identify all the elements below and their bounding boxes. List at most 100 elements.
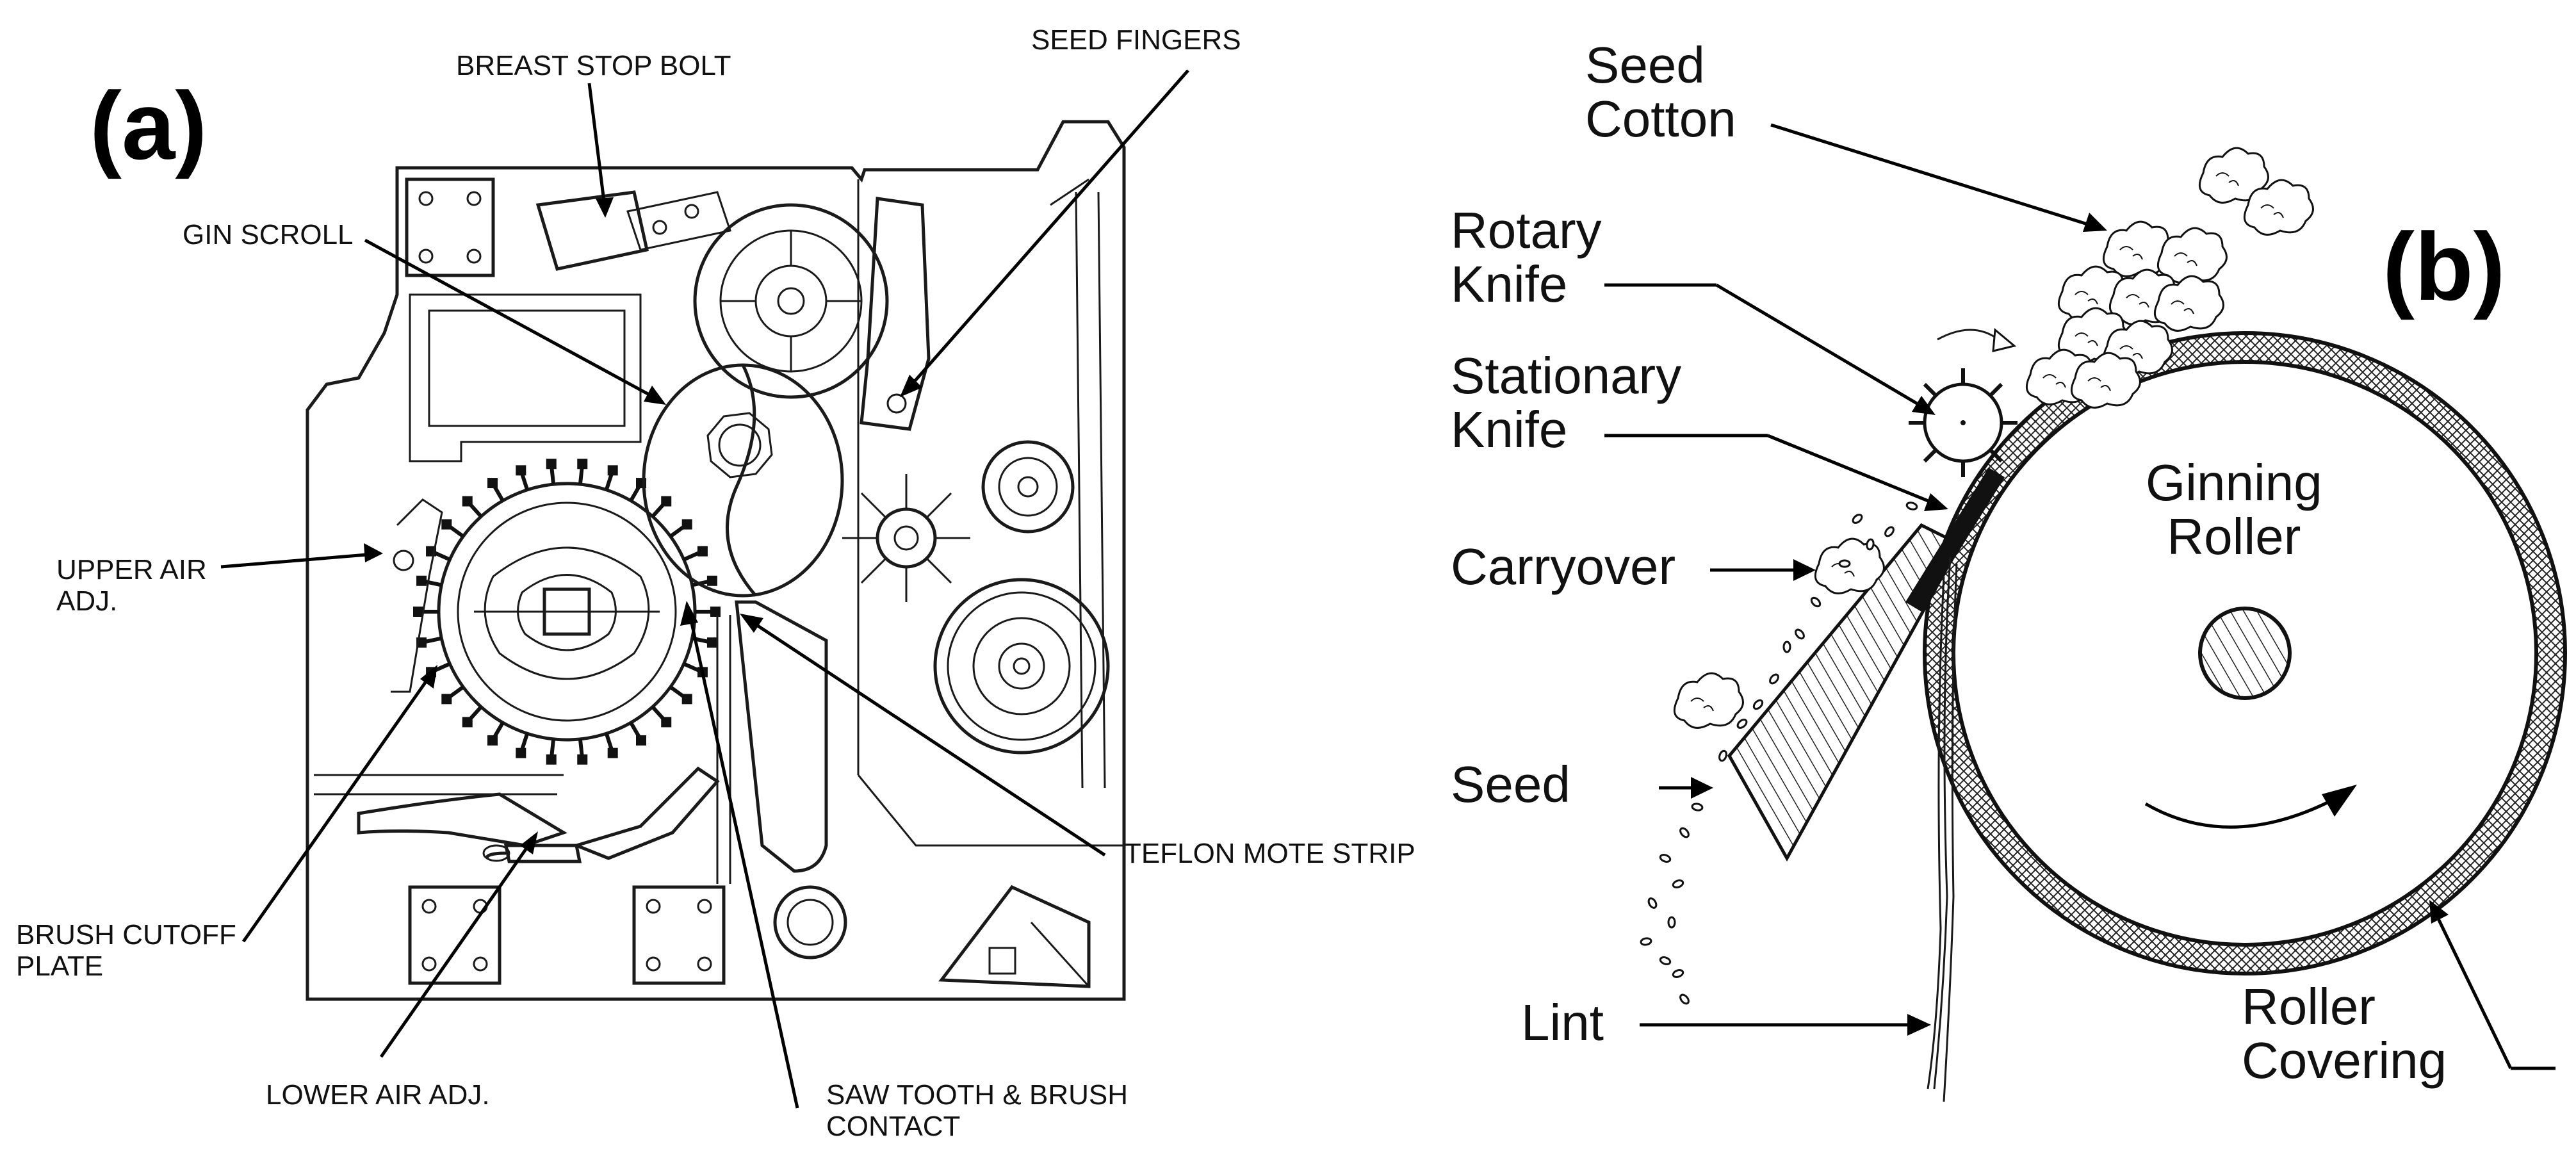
seed-particle bbox=[1659, 854, 1672, 863]
label-teflon-mote-strip: TEFLON MOTE STRIP bbox=[1124, 838, 1415, 869]
brush-tooth-tip bbox=[710, 607, 721, 617]
corner-plate-bottom-mid bbox=[632, 885, 726, 985]
label-rotary-knife-line1: Rotary bbox=[1451, 202, 1602, 259]
cotton-tuft-detail bbox=[2087, 377, 2111, 391]
seed-star-wheel bbox=[842, 474, 970, 602]
label-breast-stop-bolt: BREAST STOP BOLT bbox=[456, 50, 731, 81]
small-gear bbox=[981, 440, 1075, 534]
seed-particle bbox=[1736, 719, 1748, 729]
label-lower-air-adj: LOWER AIR ADJ. bbox=[266, 1079, 490, 1111]
label-upper-air-line2: ADJ. bbox=[56, 585, 118, 617]
cotton-tuft-detail bbox=[2215, 172, 2239, 186]
saw-gin-drawing bbox=[220, 69, 1189, 1109]
seed-particle bbox=[1782, 641, 1791, 653]
label-gin-scroll: GIN SCROLL bbox=[183, 219, 354, 250]
cotton-tuft bbox=[1814, 537, 1885, 594]
cotton-tuft bbox=[1673, 672, 1744, 729]
brush-tooth-tip bbox=[546, 459, 557, 469]
label-ginning-roller-line2: Roller bbox=[2167, 508, 2301, 565]
cotton-tuft bbox=[2102, 320, 2173, 377]
label-rotary-knife: Rotary Knife bbox=[1451, 204, 1602, 311]
rotary-blade bbox=[1989, 448, 2003, 463]
brush-tooth-tip bbox=[661, 496, 672, 507]
brush-cylinder bbox=[413, 459, 721, 765]
gin-frame bbox=[306, 120, 1126, 1001]
brush-tooth-tip bbox=[416, 575, 427, 586]
brush-tooth-tip bbox=[577, 459, 588, 469]
seed-particle bbox=[1884, 526, 1895, 537]
seed-finger-bracket bbox=[860, 197, 931, 431]
label-roller-covering-line2: Covering bbox=[2242, 1032, 2447, 1089]
label-stationary-knife-line1: Stationary bbox=[1451, 347, 1682, 404]
label-stationary-knife: Stationary Knife bbox=[1451, 349, 1681, 457]
saw-brush-plate bbox=[735, 600, 828, 873]
brush-tooth-tip bbox=[706, 575, 717, 586]
seed-particle bbox=[1718, 749, 1727, 762]
label-saw-tooth-brush: SAW TOOTH & BRUSH CONTACT bbox=[826, 1079, 1128, 1143]
corner-plate-bottom-left bbox=[408, 885, 501, 985]
cotton-tuft-outline bbox=[2057, 265, 2128, 322]
cotton-tuft-detail bbox=[2119, 246, 2143, 260]
label-upper-air: UPPER AIR ADJ. bbox=[56, 554, 207, 617]
label-ginning-roller: Ginning Roller bbox=[2146, 456, 2322, 564]
label-saw-tooth-line1: SAW TOOTH & BRUSH bbox=[826, 1079, 1129, 1111]
cotton-tuft bbox=[2243, 179, 2314, 236]
brush-tooth-tip bbox=[607, 747, 618, 758]
seed-cotton-tufts bbox=[1673, 147, 2314, 729]
seed-particle bbox=[1866, 538, 1875, 551]
upper-housing bbox=[409, 293, 642, 462]
brush-cutoff-plate-part bbox=[357, 792, 567, 847]
seed-particle bbox=[1795, 628, 1805, 640]
saw-shaft-lines bbox=[716, 615, 731, 884]
cotton-tuft-detail bbox=[2119, 345, 2143, 359]
cotton-tuft-outline bbox=[2102, 320, 2173, 377]
rotary-blade bbox=[1923, 448, 1937, 463]
seed-particle bbox=[1679, 993, 1690, 1005]
bottom-right-bracket bbox=[938, 885, 1091, 988]
cotton-tuft-outline bbox=[1673, 672, 1744, 729]
seed-particle bbox=[1672, 879, 1684, 888]
seed-particle bbox=[1679, 827, 1690, 838]
upper-housing-inner bbox=[428, 309, 626, 427]
ginning-roller bbox=[1923, 331, 2567, 975]
right-rails bbox=[1050, 178, 1106, 788]
rotary-knife bbox=[1909, 328, 2018, 477]
roller-shaft bbox=[2198, 607, 2292, 700]
seed-particle bbox=[1810, 596, 1822, 608]
cotton-tuft-detail bbox=[2260, 204, 2284, 218]
label-brush-cutoff-line2: PLATE bbox=[16, 951, 104, 983]
cotton-tuft-outline bbox=[2243, 179, 2314, 236]
seed-particle bbox=[1752, 699, 1764, 710]
seed-particle bbox=[1667, 916, 1676, 929]
panel-a-leaders bbox=[220, 69, 1189, 1109]
brush-tooth-tip bbox=[462, 496, 473, 507]
cotton-tuft-detail bbox=[2042, 374, 2066, 388]
cotton-tuft-outline bbox=[2108, 268, 2180, 325]
brush-tooth-tip bbox=[697, 546, 708, 557]
frame-rails bbox=[314, 774, 564, 796]
rotary-direction-arrow bbox=[1937, 329, 1999, 341]
stationary-knife-assembly bbox=[1727, 468, 2005, 862]
label-rotary-knife-line2: Knife bbox=[1451, 256, 1568, 313]
label-stationary-knife-line2: Knife bbox=[1451, 401, 1568, 458]
cotton-tuft bbox=[2057, 307, 2128, 364]
rotary-blade bbox=[1923, 382, 1937, 397]
cotton-tuft-outline bbox=[2156, 227, 2228, 284]
label-seed-cotton-line2: Cotton bbox=[1585, 90, 1736, 147]
seed-particle bbox=[1769, 673, 1779, 685]
cotton-tuft-outline bbox=[2153, 275, 2224, 332]
seed-particle bbox=[1905, 502, 1918, 510]
cotton-tuft-detail bbox=[1831, 563, 1855, 577]
brush-tooth-tip bbox=[441, 519, 452, 530]
seed-particle bbox=[1838, 559, 1851, 568]
seed-particle bbox=[1691, 803, 1704, 812]
label-seed-fingers: SEED FINGERS bbox=[1031, 24, 1241, 56]
saw-cylinder bbox=[642, 363, 844, 598]
brush-tooth-tip bbox=[516, 465, 526, 476]
upper-air-adj-bracket bbox=[391, 498, 443, 693]
breast-bracket-arm bbox=[626, 191, 731, 251]
cotton-tuft bbox=[2057, 265, 2128, 322]
cotton-tuft-outline bbox=[2025, 348, 2096, 405]
cotton-tuft-detail bbox=[2075, 332, 2098, 347]
